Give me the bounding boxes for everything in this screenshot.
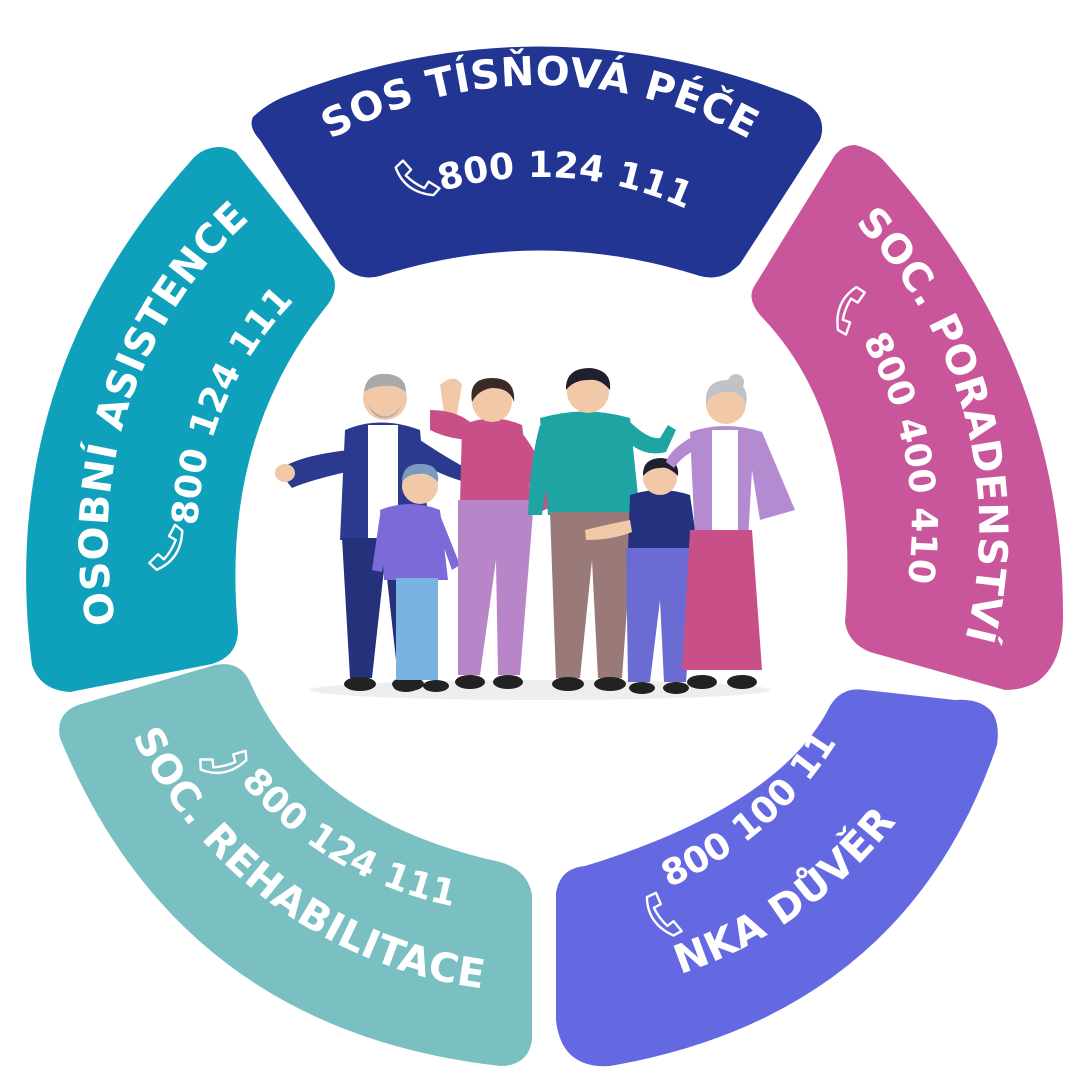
segment-osobni-asistence[interactable]: [26, 146, 335, 692]
girl-figure: [585, 458, 698, 694]
segment-soc-poradenstvi[interactable]: [751, 145, 1064, 690]
family-group-illustration: [275, 368, 795, 700]
phone-icon: [645, 891, 683, 937]
father-figure: [528, 368, 676, 691]
segment-sos-tisnova-pece[interactable]: [251, 46, 823, 278]
phone-icon: [394, 159, 441, 197]
mother-figure: [430, 378, 555, 689]
phone-icon: [148, 523, 184, 571]
boy-figure: [372, 463, 460, 692]
grandmother-figure: [666, 374, 795, 689]
segment-linka-duvery[interactable]: [556, 689, 998, 1067]
phone-icon: [836, 285, 867, 336]
segment-soc-rehabilitace[interactable]: [59, 664, 532, 1066]
phone-icon: [199, 749, 248, 775]
